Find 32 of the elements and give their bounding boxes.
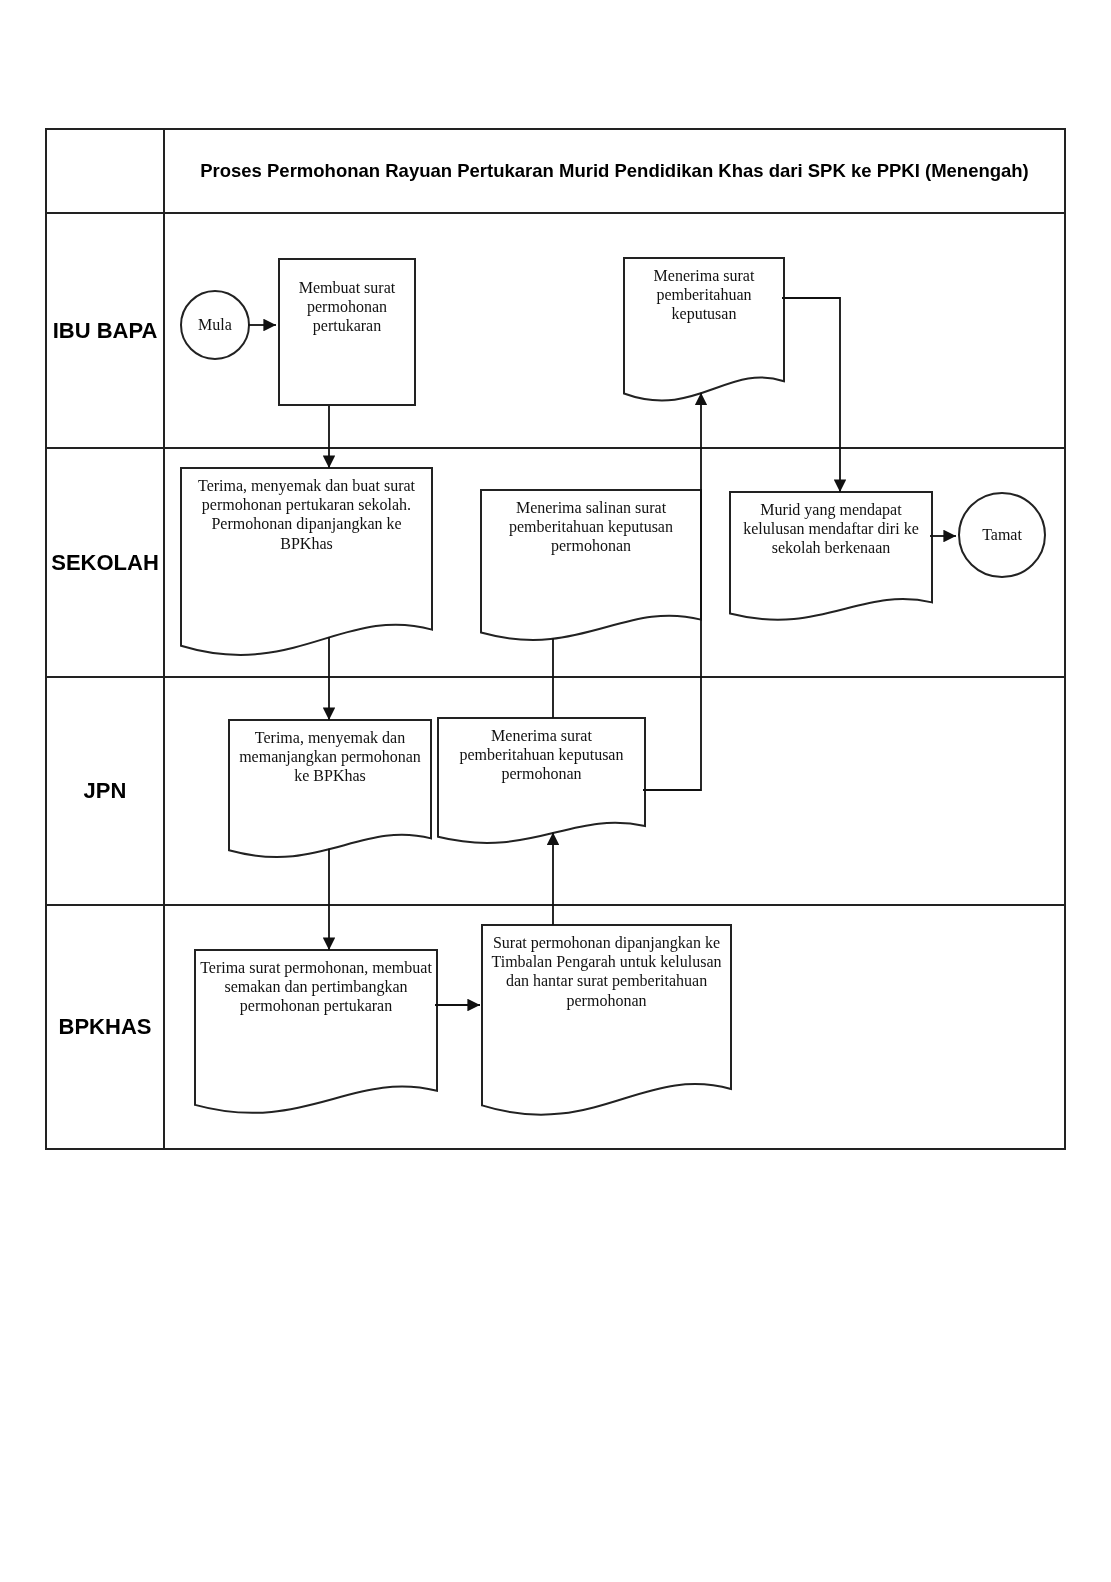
- node-text: Mula: [198, 315, 232, 335]
- arrow: [322, 405, 336, 469]
- process-box: [278, 258, 416, 406]
- swimlane: [45, 906, 1066, 1150]
- node-text: Menerima surat pemberitahuan keputusan permohonan: [458, 726, 625, 784]
- arrow: [322, 636, 336, 721]
- lane-label: IBU BAPA: [52, 317, 158, 344]
- node-text: Membuat surat permohonan pertukaran: [297, 278, 397, 336]
- node-text: Terima, menyemak dan memanjangkan permohonan ke BPKhas: [238, 728, 422, 786]
- arrow: [642, 391, 708, 791]
- node-text: Terima, menyemak dan buat surat permohonan pertukaran sekolah. Permohonan dipanjangkan ke BPKhas: [197, 476, 416, 553]
- swimlane: [45, 449, 1066, 678]
- arrow: [322, 847, 336, 951]
- arrow: [247, 318, 277, 332]
- lane-label: JPN: [83, 778, 127, 804]
- node-text: Tamat: [982, 525, 1022, 545]
- arrow: [546, 831, 560, 926]
- node-text: Menerima surat pemberitahuan keputusan: [652, 266, 756, 324]
- diagram-title: Proses Permohonan Rayuan Pertukaran Murid Pendidikan Khas dari SPK ke PPKI (Menengah): [200, 160, 1029, 182]
- swimlane: [45, 678, 1066, 906]
- terminator-circle: [180, 290, 250, 360]
- node-text: Murid yang mendapat kelulusan mendaftar diri ke sekolah berkenaan: [742, 500, 920, 558]
- lane-label: BPKHAS: [58, 1014, 152, 1040]
- node-text: Surat permohonan dipanjangkan ke Timbalan Pengarah untuk kelulusan dan hantar surat pemberitahuan permohonan: [490, 933, 723, 1010]
- swimlane: [45, 214, 1066, 449]
- lane-label: SEKOLAH: [51, 549, 159, 576]
- node-text: Terima surat permohonan, membuat semakan dan pertimbangkan permohonan pertukaran: [199, 958, 433, 1016]
- terminator-circle: [958, 492, 1046, 578]
- arrow: [781, 297, 847, 493]
- node-text: Menerima salinan surat pemberitahuan keputusan permohonan: [508, 498, 674, 556]
- arrow: [434, 998, 481, 1012]
- arrow: [929, 529, 957, 543]
